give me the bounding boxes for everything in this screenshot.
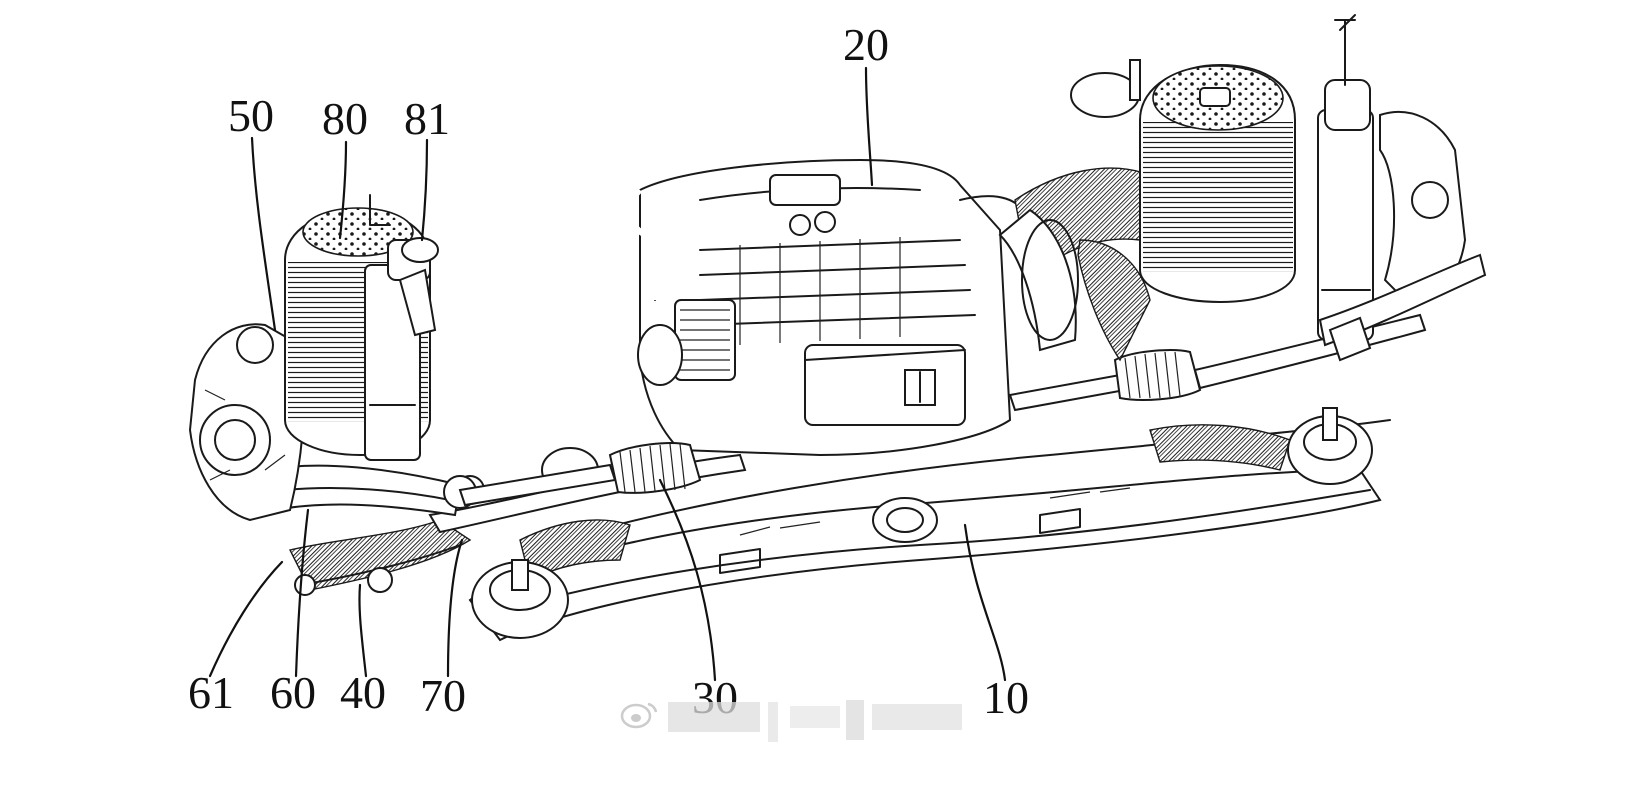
right-knuckle-arm [1070, 59, 1487, 362]
leader-61 [208, 560, 284, 678]
leader-40 [358, 583, 368, 678]
right-frame [998, 167, 1151, 362]
watermark-bars [668, 700, 962, 742]
damper-right [1317, 14, 1374, 341]
callout-61: 61 [188, 667, 234, 718]
callout-20: 20 [843, 19, 889, 70]
leader-70 [446, 538, 464, 678]
weibo-logo-icon [620, 702, 658, 729]
callout-50: 50 [228, 90, 274, 141]
leader-80 [338, 140, 348, 240]
leader-10 [963, 523, 1007, 682]
air-spring-right [1139, 63, 1296, 304]
leader-lines [208, 66, 1007, 682]
callout-labels: 10 20 30 40 50 60 61 70 80 81 [188, 19, 1029, 723]
subframe-bushing-front-right [1287, 407, 1373, 485]
callout-60: 60 [270, 667, 316, 718]
subframe-bushing-front-left [471, 559, 569, 639]
damper-left [364, 237, 439, 461]
knuckle-left [188, 323, 306, 522]
callout-80: 80 [322, 93, 368, 144]
callout-40: 40 [340, 667, 386, 718]
halfshaft-left [458, 442, 702, 507]
callout-81: 81 [404, 93, 450, 144]
subframe [468, 407, 1391, 642]
drive-unit [626, 158, 1031, 457]
leader-20 [864, 66, 874, 187]
leader-50 [250, 136, 277, 332]
leader-30 [658, 478, 717, 682]
leader-81 [420, 138, 429, 242]
leader-60 [294, 508, 310, 678]
callout-10: 10 [983, 672, 1029, 723]
callout-70: 70 [420, 670, 466, 721]
motor-ribs [699, 237, 976, 345]
